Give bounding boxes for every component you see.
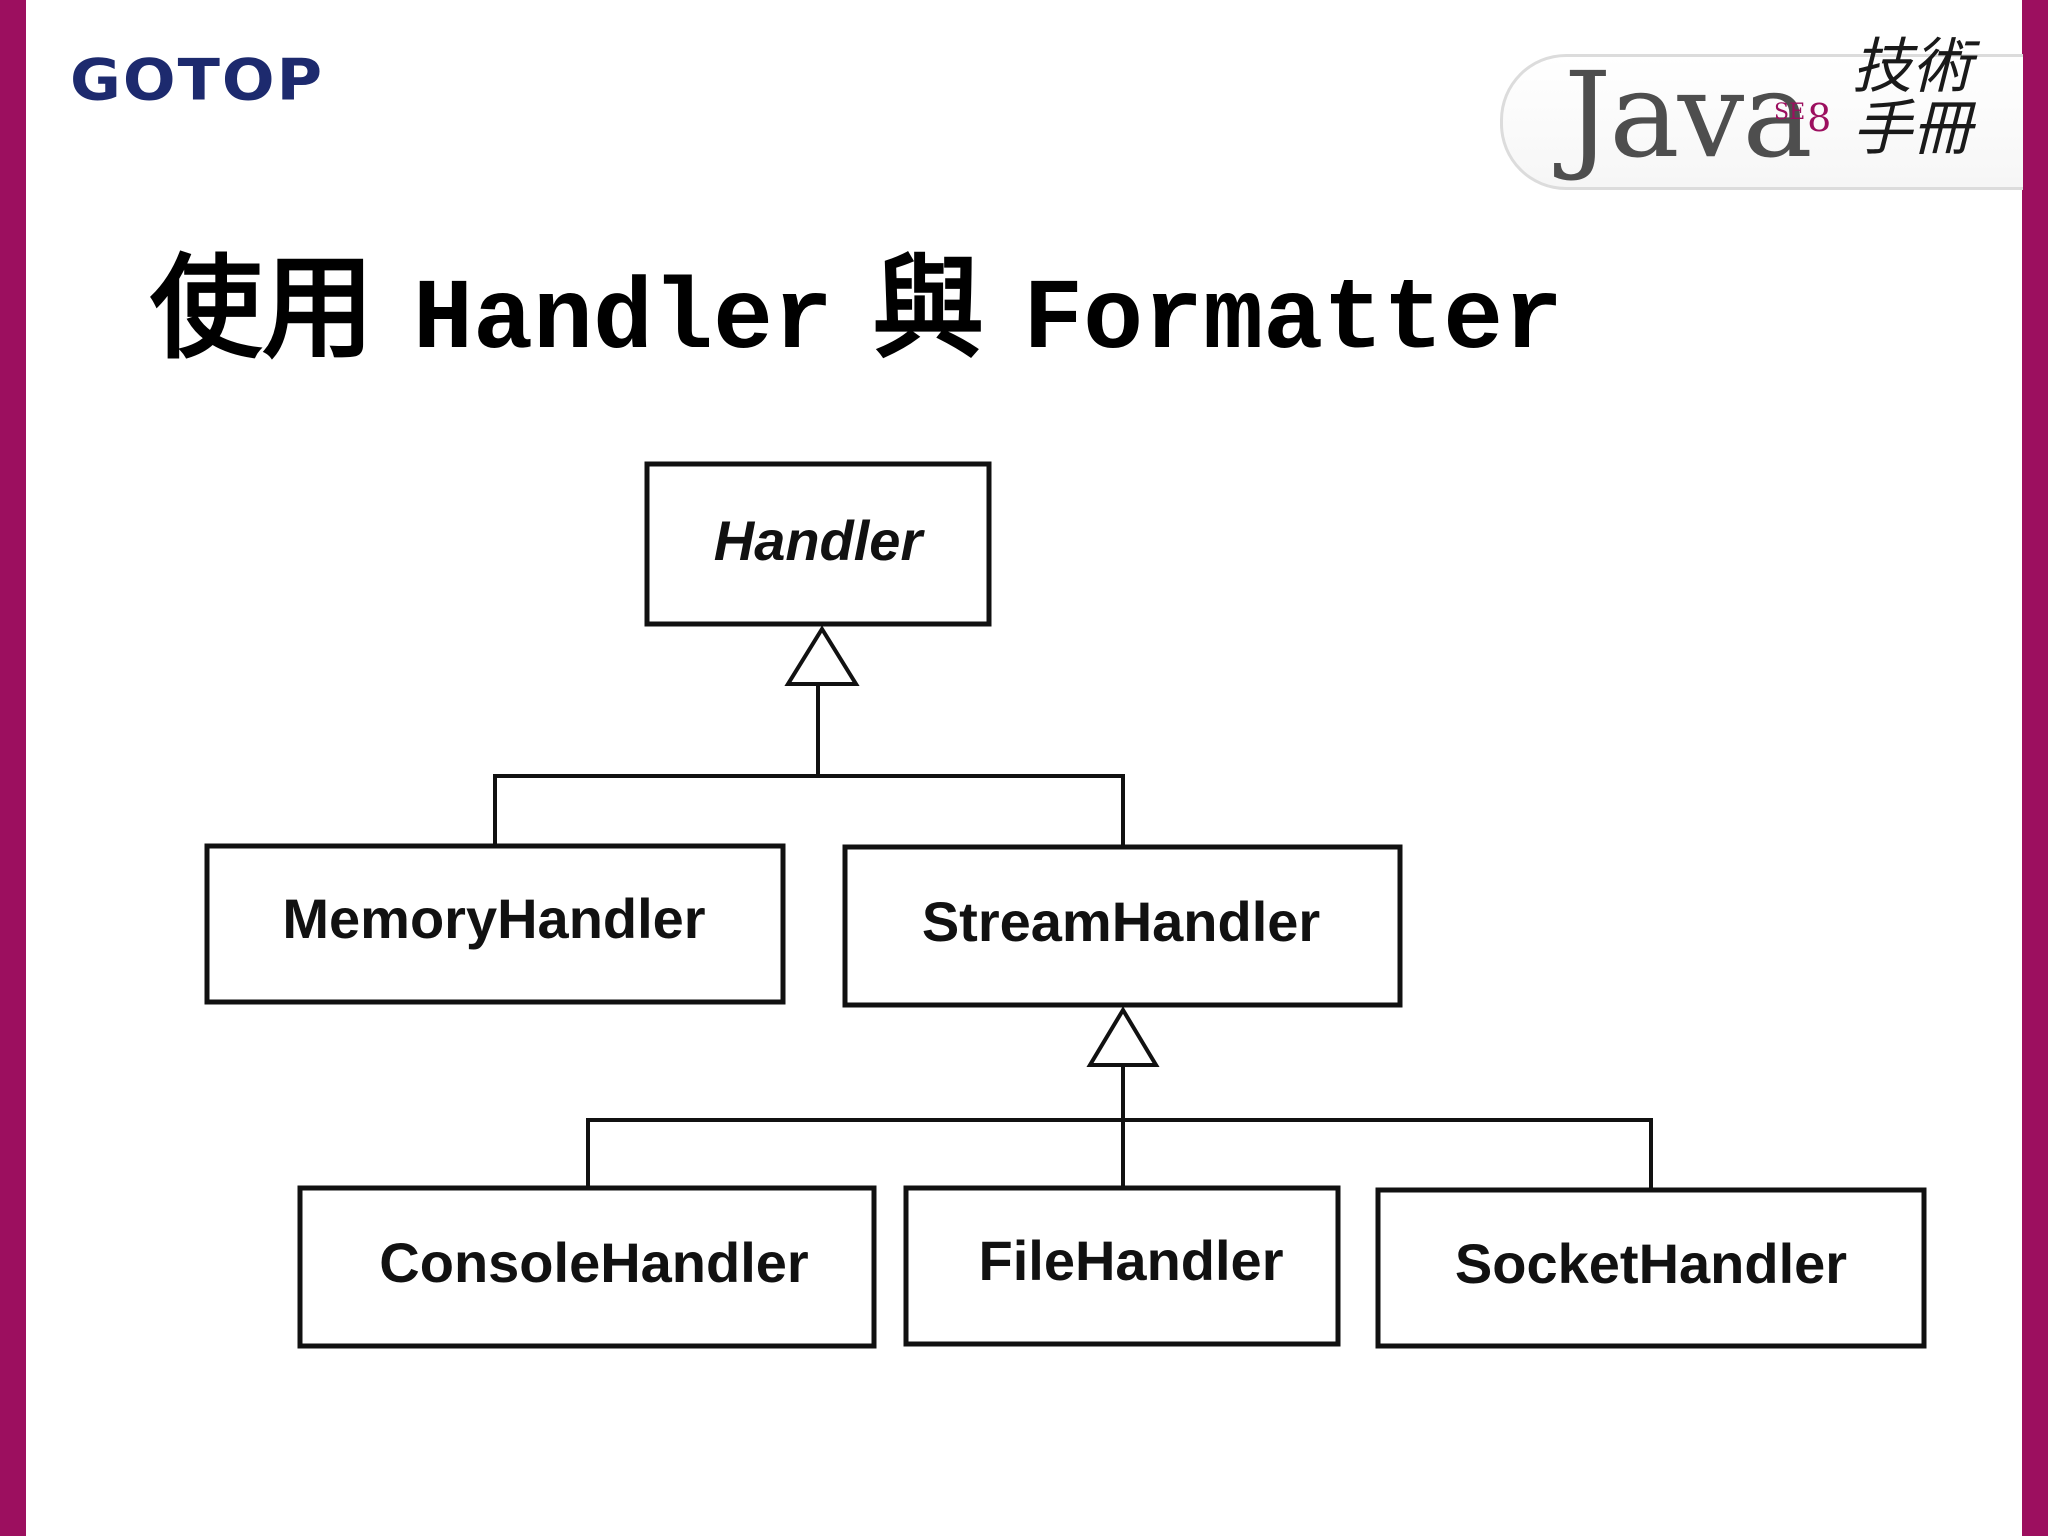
right-accent-bar: [2022, 0, 2048, 1536]
left-accent-bar: [0, 0, 26, 1536]
consolehandler-label: ConsoleHandler: [379, 1231, 808, 1294]
inheritance-arrow-stream: [1086, 1006, 1160, 1067]
brand-cjk-line2: 手冊: [1852, 94, 1972, 164]
title-part-handler: Handler: [413, 265, 834, 378]
sockethandler-label: SocketHandler: [1455, 1232, 1847, 1295]
brand-cjk-text: 技術 手冊: [1852, 36, 1972, 160]
brand-pill-shape: [1500, 54, 2023, 190]
sockethandler-box: [1375, 1187, 1927, 1349]
streamhandler-box: [842, 844, 1403, 1008]
brand-se-label: SE: [1774, 100, 1806, 125]
inheritance-arrow-root: [784, 625, 860, 686]
brand-java-text: Java: [1564, 46, 1813, 184]
gotop-logo: GOTOP: [70, 46, 325, 114]
slide-title: 使用 Handler 與 Formatter: [150, 218, 1563, 380]
memoryhandler-label: MemoryHandler: [282, 887, 705, 950]
level2-branch-line: [586, 1118, 1653, 1188]
handler-label: Handler: [714, 509, 926, 572]
level1-branch-line: [493, 774, 1125, 846]
java-se8-brand-logo: Java SE8 技術 手冊: [1500, 36, 2023, 210]
handler-box: [644, 461, 992, 627]
brand-se-version: 8: [1807, 96, 1832, 140]
streamhandler-label: StreamHandler: [922, 890, 1320, 953]
title-part-formatter: Formatter: [1023, 265, 1564, 378]
title-part-use: 使用: [150, 243, 413, 374]
filehandler-label: FileHandler: [979, 1229, 1284, 1292]
brand-cjk-line1: 技術: [1852, 32, 1972, 102]
brand-version: SE8: [1774, 96, 1831, 140]
title-part-and: 與: [833, 243, 1024, 374]
